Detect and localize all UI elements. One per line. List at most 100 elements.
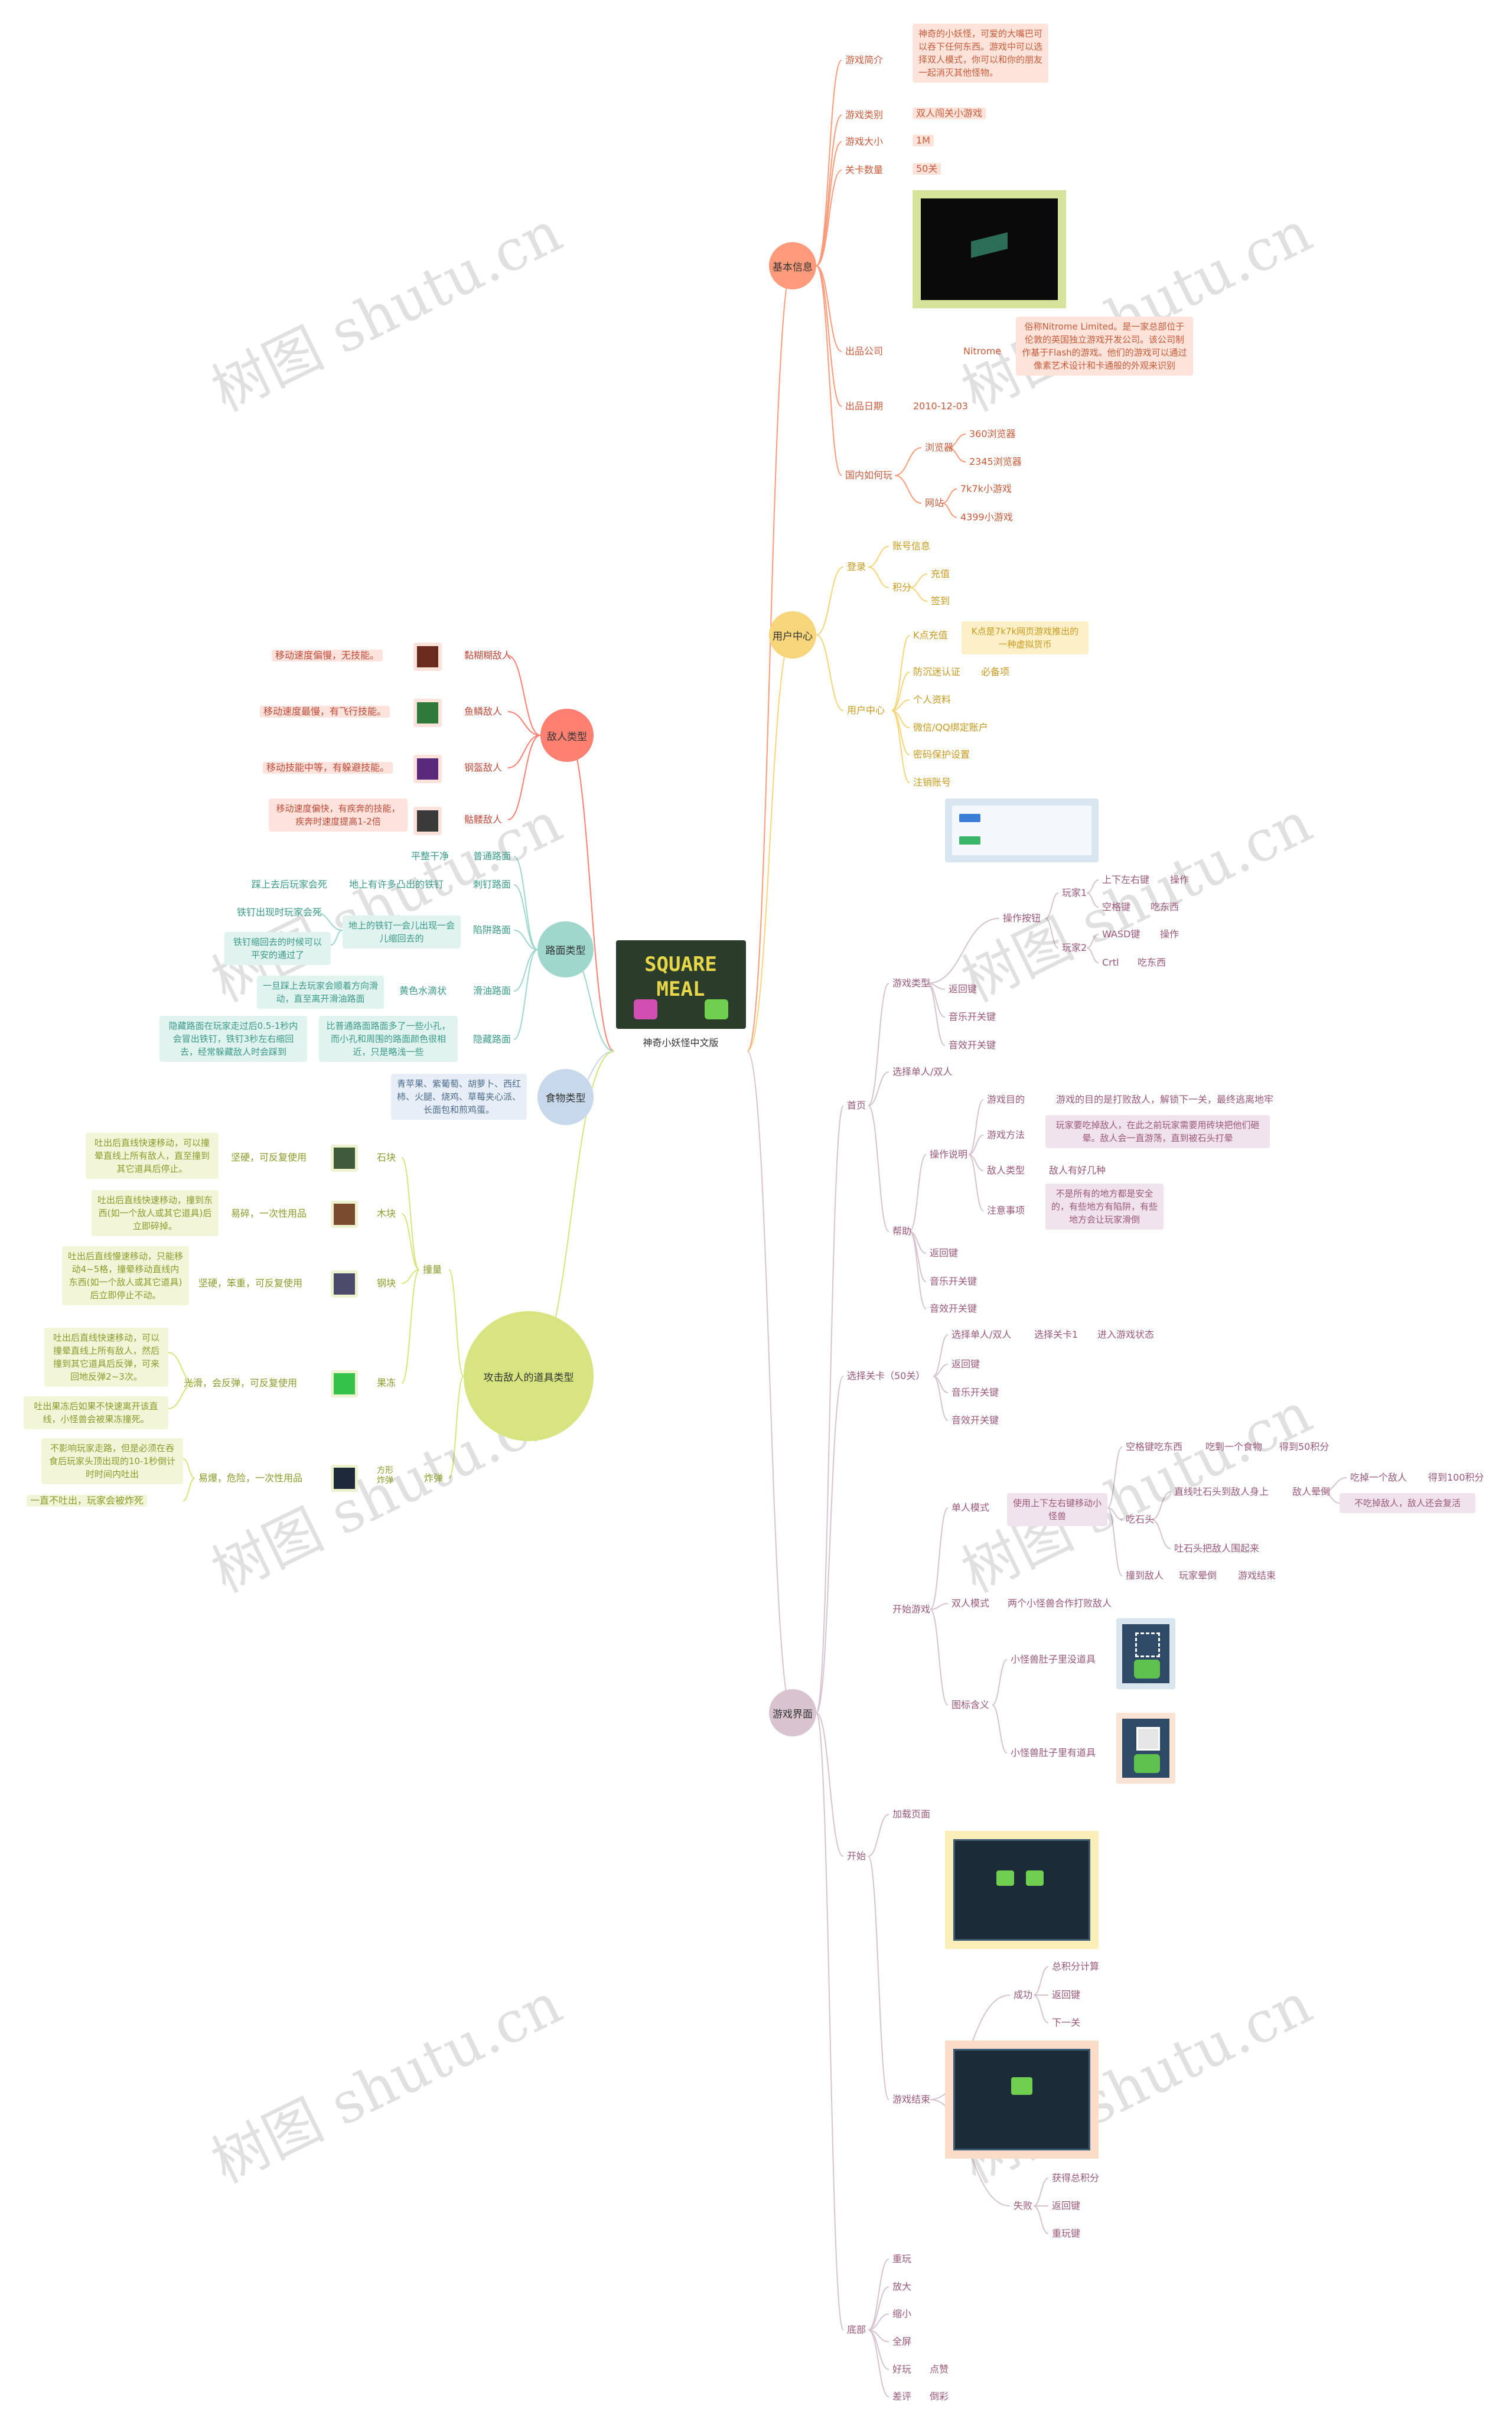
node-where[interactable]: 国内如何玩	[845, 470, 893, 481]
logout[interactable]: 注销账号	[913, 777, 951, 788]
node-game-type[interactable]: 游戏类型	[892, 977, 931, 989]
node-help[interactable]: 帮助	[892, 1226, 912, 1237]
prop-steel[interactable]: 钢块	[377, 1277, 396, 1289]
key-badge-icon	[959, 836, 980, 845]
help-sound[interactable]: 音效开关键	[930, 1303, 977, 1314]
node-user-center[interactable]: 用户中心	[847, 705, 885, 716]
prop-stone[interactable]: 石块	[377, 1152, 396, 1163]
road-hidden[interactable]: 隐藏路面	[473, 1034, 511, 1045]
help-back[interactable]: 返回键	[930, 1247, 959, 1259]
hit-enemy: 撞到敌人	[1126, 1570, 1164, 1581]
hub-road-types[interactable]: 路面类型	[537, 921, 594, 977]
double-mode[interactable]: 双人模式	[951, 1598, 990, 1609]
connector	[909, 573, 928, 588]
prop-bomb[interactable]: 炸弹	[424, 1472, 444, 1484]
help-music[interactable]: 音乐开关键	[930, 1276, 977, 1287]
player1[interactable]: 玩家1	[1062, 887, 1087, 898]
node-bottom[interactable]: 底部	[847, 2324, 866, 2335]
prop-jelly-trait: 光滑，会反弹，可反复使用	[184, 1377, 298, 1389]
node-home[interactable]: 首页	[847, 1100, 866, 1111]
next-level[interactable]: 下一关	[1052, 2017, 1081, 2028]
node-points[interactable]: 积分	[892, 582, 912, 593]
k-recharge[interactable]: K点充值	[913, 630, 948, 641]
loading-page[interactable]: 加载页面	[892, 1808, 931, 1820]
node-levels[interactable]: 关卡数量	[845, 164, 884, 175]
player2[interactable]: 玩家2	[1062, 942, 1087, 953]
hub-attack-props[interactable]: 攻击敌人的道具类型	[464, 1311, 594, 1441]
level-sound[interactable]: 音效开关键	[951, 1415, 999, 1426]
center-node[interactable]: SQUARE MEAL 神奇小妖怪中文版	[614, 940, 747, 1052]
monster-empty-tile	[1122, 1624, 1169, 1683]
select-mode[interactable]: 选择单人/双人	[892, 1066, 953, 1077]
enemy-helmet[interactable]: 钢盔敌人	[464, 762, 503, 773]
success-back[interactable]: 返回键	[1052, 1989, 1081, 2000]
enemy-fish[interactable]: 鱼鳞敌人	[464, 706, 503, 717]
hub-user-center[interactable]: 用户中心	[769, 611, 816, 659]
home-music[interactable]: 音乐开关键	[949, 1011, 996, 1022]
hub-basic-info[interactable]: 基本信息	[769, 242, 816, 289]
node-browser[interactable]: 浏览器	[925, 442, 954, 453]
node-start-game[interactable]: 开始游戏	[892, 1604, 931, 1615]
node-success[interactable]: 成功	[1014, 1989, 1033, 2000]
node-type[interactable]: 游戏类别	[845, 109, 884, 120]
connector	[1107, 1446, 1123, 1508]
road-spike[interactable]: 刺钉路面	[473, 879, 511, 890]
bottom-bad[interactable]: 差评	[892, 2391, 912, 2402]
road-trap-note-2: 铁钉缩回去的时候可以平安的通过了	[224, 932, 331, 965]
enemy-skeleton-note: 移动速度偏快，有疾奔的技能，疾奔时速度提高1-2倍	[269, 799, 408, 832]
single-mode[interactable]: 单人模式	[951, 1502, 990, 1513]
realname-auth[interactable]: 防沉迷认证	[913, 666, 961, 677]
level-music[interactable]: 音乐开关键	[951, 1387, 999, 1398]
enemy-skeleton[interactable]: 骷髅敌人	[464, 814, 503, 825]
steel-icon	[331, 1270, 358, 1298]
p2-eat-key: Crtl	[1102, 957, 1119, 968]
node-game-end[interactable]: 游戏结束	[892, 2094, 931, 2105]
node-publisher[interactable]: 出品公司	[845, 346, 884, 357]
level-back[interactable]: 返回键	[951, 1358, 980, 1370]
logo-monster	[633, 999, 657, 1019]
node-site[interactable]: 网站	[925, 497, 944, 509]
node-controls[interactable]: 操作按钮	[1003, 912, 1041, 924]
bottom-fullscreen[interactable]: 全屏	[892, 2336, 912, 2347]
bottom-replay[interactable]: 重玩	[892, 2253, 912, 2264]
node-intro[interactable]: 游戏简介	[845, 54, 884, 66]
enemy-slime[interactable]: 黏糊糊敌人	[464, 650, 512, 661]
hub-enemy-types[interactable]: 敌人类型	[540, 709, 594, 762]
helmet-enemy-icon	[413, 755, 442, 783]
node-start[interactable]: 开始	[847, 1850, 866, 1862]
connector	[933, 1376, 949, 1421]
node-login[interactable]: 登录	[847, 561, 866, 572]
road-normal[interactable]: 普通路面	[473, 850, 511, 862]
password-protect[interactable]: 密码保护设置	[913, 749, 970, 760]
nitrome-screen	[921, 198, 1058, 300]
bottom-good[interactable]: 好玩	[892, 2364, 912, 2375]
single-move: 使用上下左右键移动小怪兽	[1007, 1493, 1107, 1526]
bottom-zoomin[interactable]: 放大	[892, 2281, 912, 2292]
replay[interactable]: 重玩键	[1052, 2228, 1081, 2239]
wechat-bind[interactable]: 微信/QQ绑定账户	[913, 722, 988, 733]
node-howto[interactable]: 操作说明	[930, 1149, 968, 1160]
node-select-level[interactable]: 选择关卡（50关）	[847, 1370, 926, 1381]
connector	[401, 1269, 420, 1284]
node-size[interactable]: 游戏大小	[845, 136, 884, 147]
not-eat: 不吃掉敌人，敌人还会复活	[1340, 1493, 1475, 1513]
road-oil[interactable]: 滑油路面	[473, 985, 511, 996]
node-hit[interactable]: 撞量	[423, 1264, 442, 1275]
icon-meaning[interactable]: 图标含义	[951, 1699, 990, 1710]
hub-game-interface[interactable]: 游戏界面	[769, 1689, 816, 1736]
node-date[interactable]: 出品日期	[845, 400, 884, 412]
food-list: 青苹果、紫葡萄、胡萝卜、西红柿、火腿、烧鸡、草莓夹心派、长面包和煎鸡蛋。	[391, 1074, 527, 1120]
home-back[interactable]: 返回键	[949, 983, 977, 995]
prop-jelly[interactable]: 果冻	[377, 1377, 396, 1389]
bottom-zoomout[interactable]: 缩小	[892, 2308, 912, 2319]
home-sound[interactable]: 音效开关键	[949, 1039, 996, 1051]
connector	[868, 566, 889, 588]
connector	[513, 856, 538, 950]
node-fail[interactable]: 失败	[1014, 2200, 1033, 2211]
personal-info[interactable]: 个人资料	[913, 694, 951, 705]
prop-wood[interactable]: 木块	[377, 1208, 396, 1219]
hub-food-types[interactable]: 食物类型	[537, 1069, 594, 1125]
skeleton-enemy-icon	[413, 807, 442, 835]
road-trap[interactable]: 陷阱路面	[473, 924, 511, 936]
fail-back[interactable]: 返回键	[1052, 2200, 1081, 2211]
